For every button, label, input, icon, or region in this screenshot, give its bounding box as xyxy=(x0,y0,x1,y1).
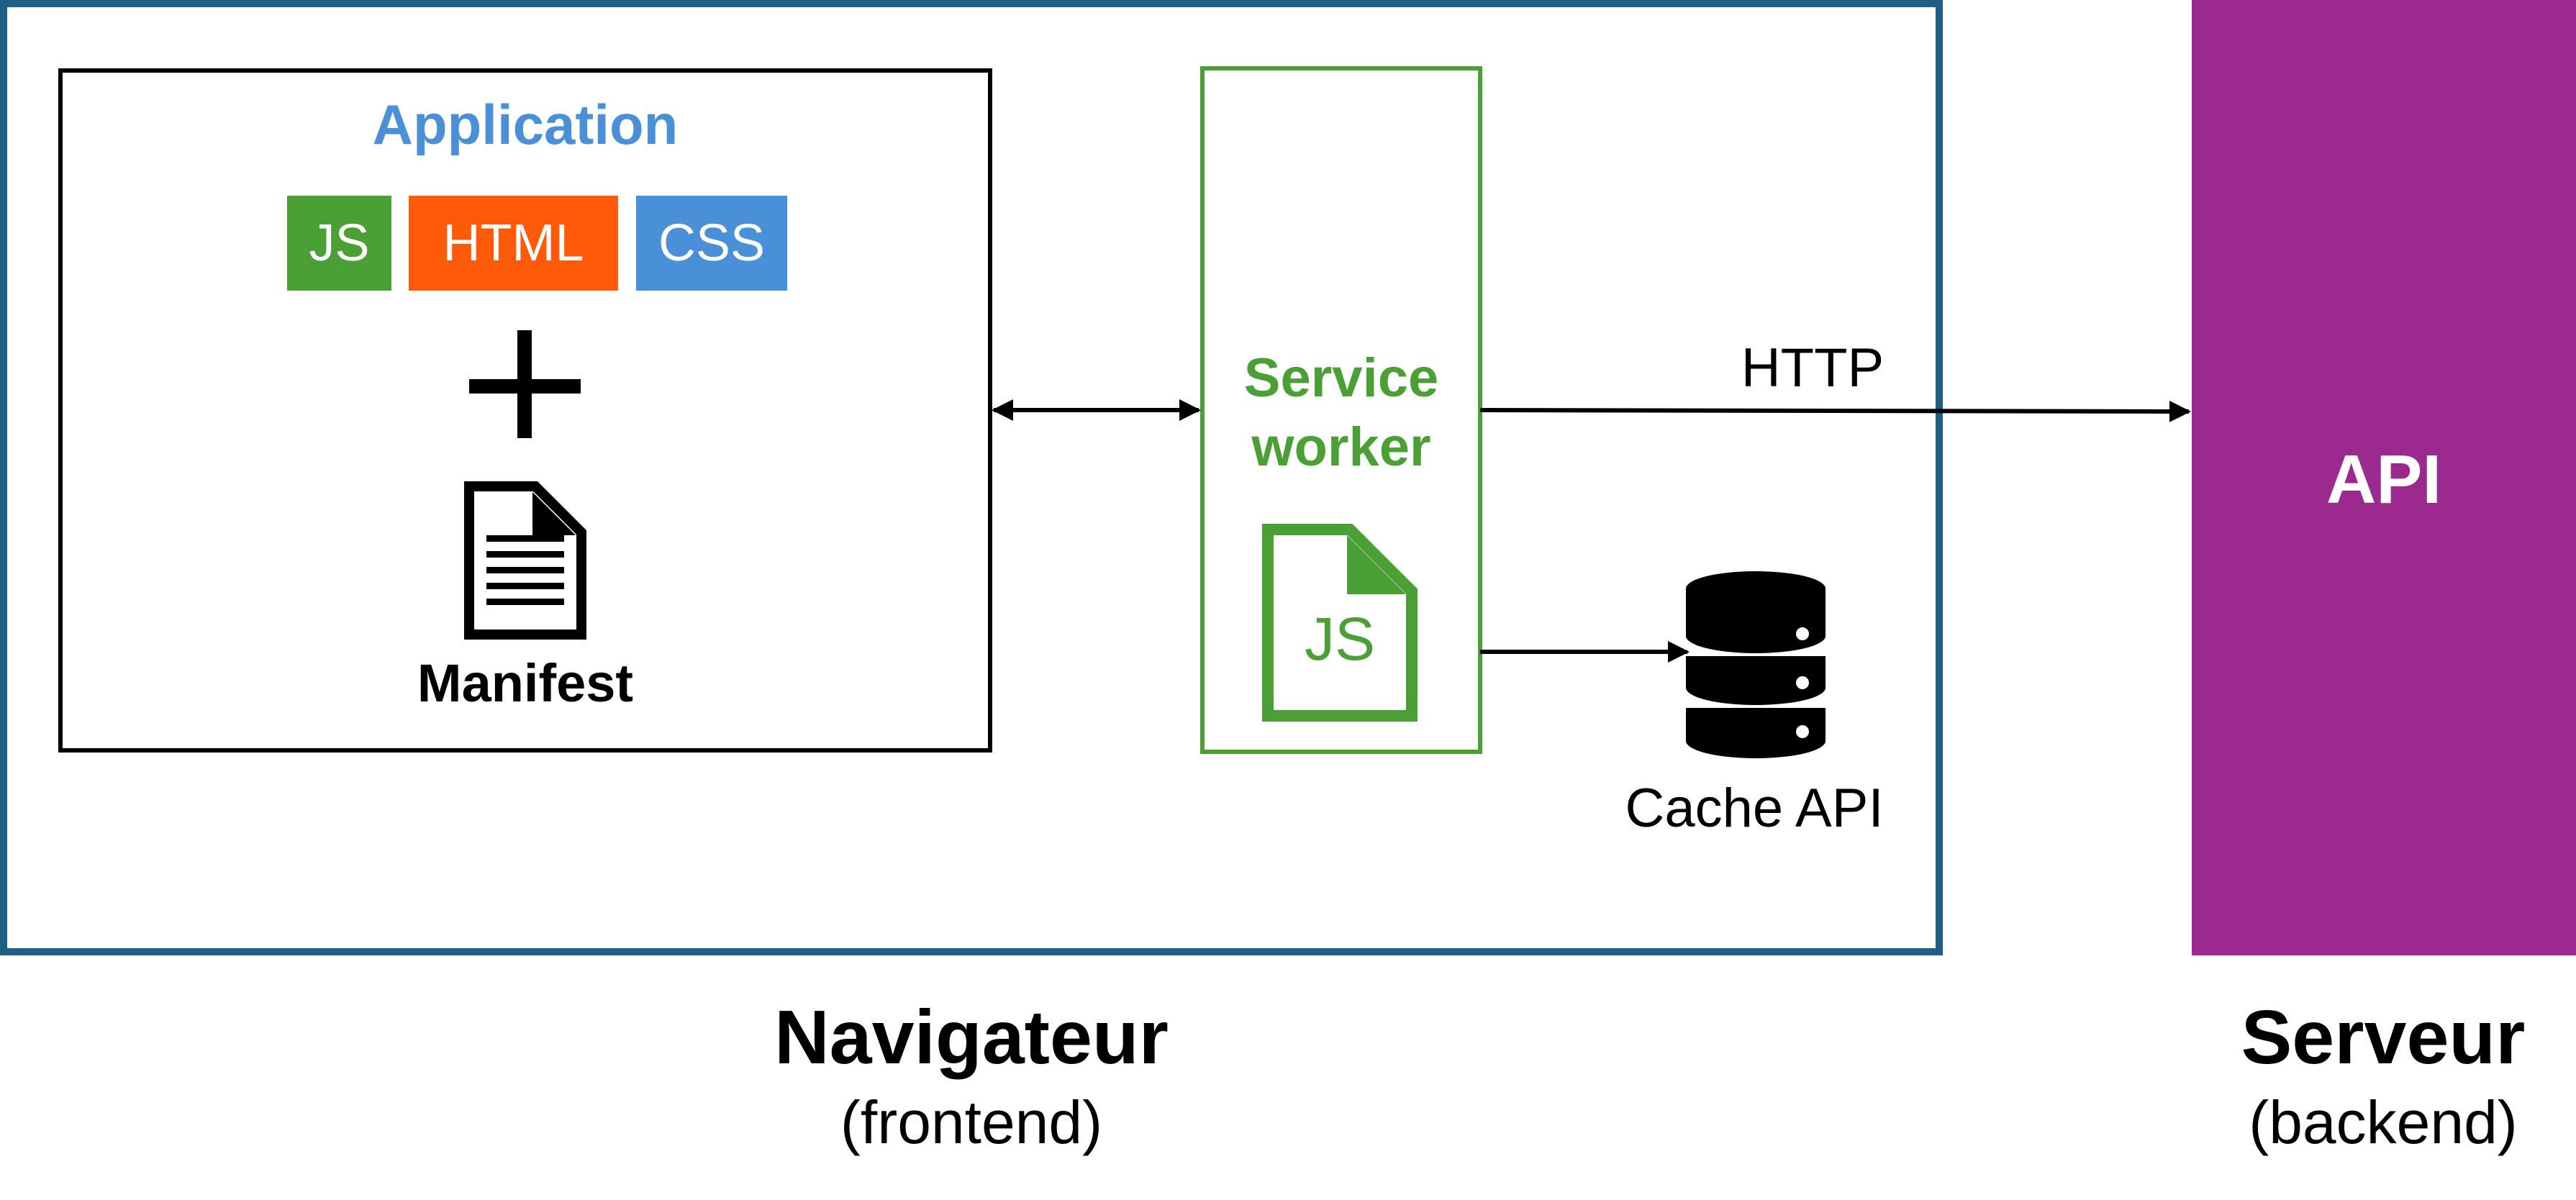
http-label: HTTP xyxy=(1741,337,1885,399)
plus-icon xyxy=(469,330,581,438)
browser-title: Navigateur xyxy=(774,995,1169,1080)
js-tag: JS xyxy=(287,196,391,291)
server-subtitle: (backend) xyxy=(2249,1088,2518,1156)
http-arrow xyxy=(1479,400,2191,422)
api-server-box xyxy=(2192,0,2576,955)
browser-frame xyxy=(0,0,1943,955)
css-tag: CSS xyxy=(636,196,787,291)
js-file-icon xyxy=(1262,524,1418,722)
server-title: Serveur xyxy=(2241,995,2526,1080)
cache-api-label: Cache API xyxy=(1625,778,1884,839)
database-icon xyxy=(1684,571,1827,758)
html-tag: HTML xyxy=(409,196,618,291)
application-box xyxy=(58,68,992,753)
manifest-label: Manifest xyxy=(417,653,634,713)
service-worker-title-line1: Service xyxy=(1243,347,1439,409)
browser-subtitle: (frontend) xyxy=(840,1088,1103,1156)
manifest-document-icon xyxy=(464,481,586,640)
js-file-label: JS xyxy=(1304,605,1376,673)
api-label: API xyxy=(2326,441,2442,518)
service-worker-title: Service worker xyxy=(1244,344,1438,482)
application-title: Application xyxy=(372,93,679,156)
service-worker-title-line2: worker xyxy=(1251,417,1431,478)
